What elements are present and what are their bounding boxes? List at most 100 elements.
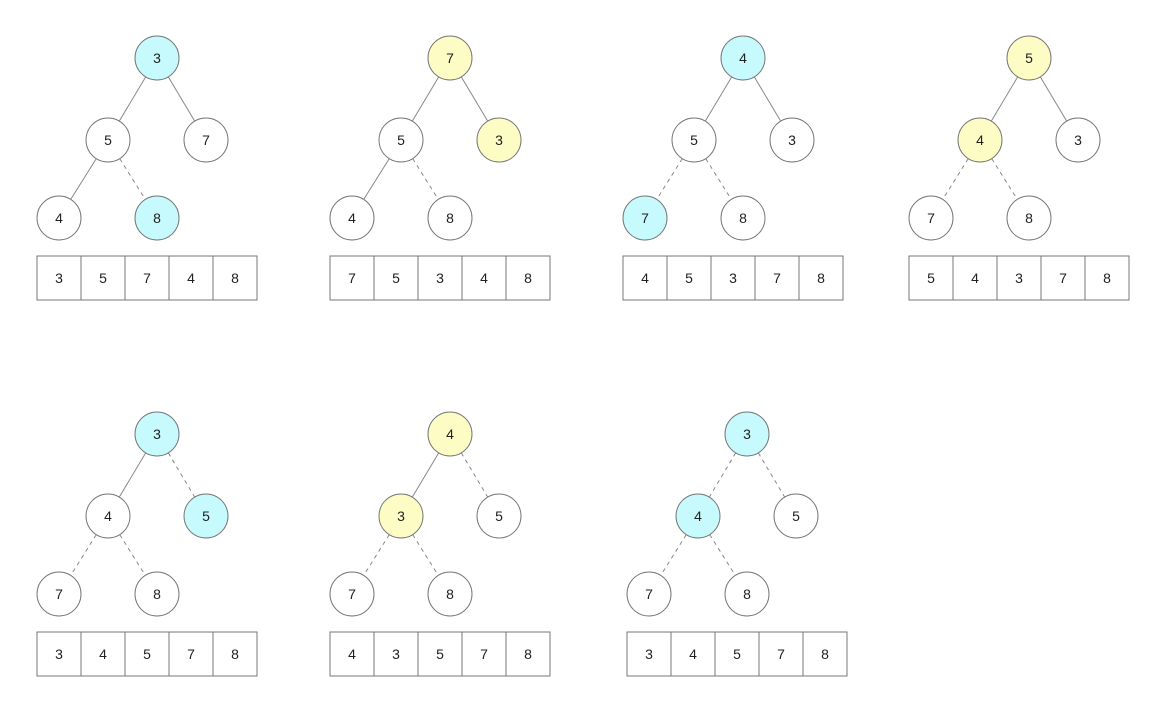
tree-node-label: 5	[1025, 50, 1033, 66]
array-cell-label: 4	[480, 270, 488, 286]
array-cell-box	[36, 255, 82, 301]
array-cell: 7	[1040, 255, 1086, 301]
tree-node-circle	[329, 195, 375, 241]
tree-node: 8	[427, 195, 473, 241]
tree-node: 5	[183, 493, 229, 539]
tree-node-label: 3	[1074, 132, 1082, 148]
array-cell-label: 7	[773, 270, 781, 286]
tree-edge-dashed	[942, 158, 969, 200]
tree-node-label: 5	[104, 132, 112, 148]
tree-edge-dashed	[412, 158, 439, 200]
tree-node: 7	[183, 117, 229, 163]
array-cell: 8	[505, 631, 551, 677]
array-cell: 4	[461, 255, 507, 301]
tree-node: 3	[378, 493, 424, 539]
array-cell-box	[212, 631, 258, 677]
tree-edge	[753, 76, 782, 122]
tree-node: 8	[720, 195, 766, 241]
array-cell-label: 3	[55, 646, 63, 662]
tree-edge-dashed	[708, 452, 737, 498]
array-cell: 5	[666, 255, 712, 301]
tree-node: 7	[329, 571, 375, 617]
tree-node: 5	[671, 117, 717, 163]
array-cell-box	[329, 255, 375, 301]
array-cell-label: 4	[187, 270, 195, 286]
array-cell-label: 3	[645, 646, 653, 662]
tree-node-label: 5	[792, 508, 800, 524]
array-cell-box	[329, 631, 375, 677]
array-cell-label: 3	[392, 646, 400, 662]
tree-edge-dashed	[660, 534, 687, 576]
tree-edge-dashed	[757, 452, 786, 498]
tree-node-circle	[773, 493, 819, 539]
tree-node-label: 7	[641, 210, 649, 226]
array-cell-label: 7	[480, 646, 488, 662]
tree-edge	[460, 76, 489, 122]
tree-node-label: 4	[739, 50, 747, 66]
tree-node-circle	[476, 117, 522, 163]
array-cell: 4	[80, 631, 126, 677]
array-cell: 3	[36, 255, 82, 301]
array-cell-label: 3	[436, 270, 444, 286]
tree-node-circle	[476, 493, 522, 539]
tree-node-circle	[908, 195, 954, 241]
array-cell: 5	[417, 631, 463, 677]
tree-node-label: 8	[739, 210, 747, 226]
array-cell-label: 8	[1103, 270, 1111, 286]
array-cell: 8	[798, 255, 844, 301]
array-cell-label: 8	[524, 646, 532, 662]
array-cell: 3	[417, 255, 463, 301]
tree-node-label: 7	[55, 586, 63, 602]
array-cell: 7	[329, 255, 375, 301]
array-cell-label: 5	[436, 646, 444, 662]
array-cell: 5	[124, 631, 170, 677]
array-cell-label: 8	[231, 646, 239, 662]
tree-node-circle	[1006, 195, 1052, 241]
tree-node-circle	[378, 117, 424, 163]
tree-node-label: 8	[1025, 210, 1033, 226]
tree-node: 7	[427, 35, 473, 81]
tree-node-circle	[957, 117, 1003, 163]
array-cell-label: 3	[729, 270, 737, 286]
tree-node-circle	[724, 411, 770, 457]
tree-edge-dashed	[70, 534, 97, 576]
tree-edge	[70, 158, 97, 200]
array-cell-box	[802, 631, 848, 677]
tree-node-circle	[724, 571, 770, 617]
array-cell-box	[714, 631, 760, 677]
tree-edge	[167, 76, 196, 122]
tree-node-circle	[675, 493, 721, 539]
tree-node: 7	[908, 195, 954, 241]
tree-edge-dashed	[119, 534, 146, 576]
tree-node: 5	[85, 117, 131, 163]
tree-node-label: 8	[153, 586, 161, 602]
tree-node: 4	[427, 411, 473, 457]
tree-node-label: 4	[446, 426, 454, 442]
array-cell-box	[373, 255, 419, 301]
tree-node: 3	[134, 35, 180, 81]
tree-edge-dashed	[167, 452, 196, 498]
array-cell: 4	[952, 255, 998, 301]
tree-node: 4	[36, 195, 82, 241]
tree-edge	[363, 158, 390, 200]
tree-node-circle	[626, 571, 672, 617]
tree-node-label: 4	[55, 210, 63, 226]
array-cell-label: 7	[348, 270, 356, 286]
array-cell: 8	[1084, 255, 1130, 301]
tree-node-label: 7	[645, 586, 653, 602]
tree-node-circle	[183, 117, 229, 163]
tree-node: 8	[134, 571, 180, 617]
array-cell-box	[754, 255, 800, 301]
array-cell-box	[124, 255, 170, 301]
array-cell-label: 5	[733, 646, 741, 662]
array-cell-box	[908, 255, 954, 301]
tree-node-circle	[134, 411, 180, 457]
tree-node-circle	[134, 195, 180, 241]
tree-node-circle	[720, 195, 766, 241]
